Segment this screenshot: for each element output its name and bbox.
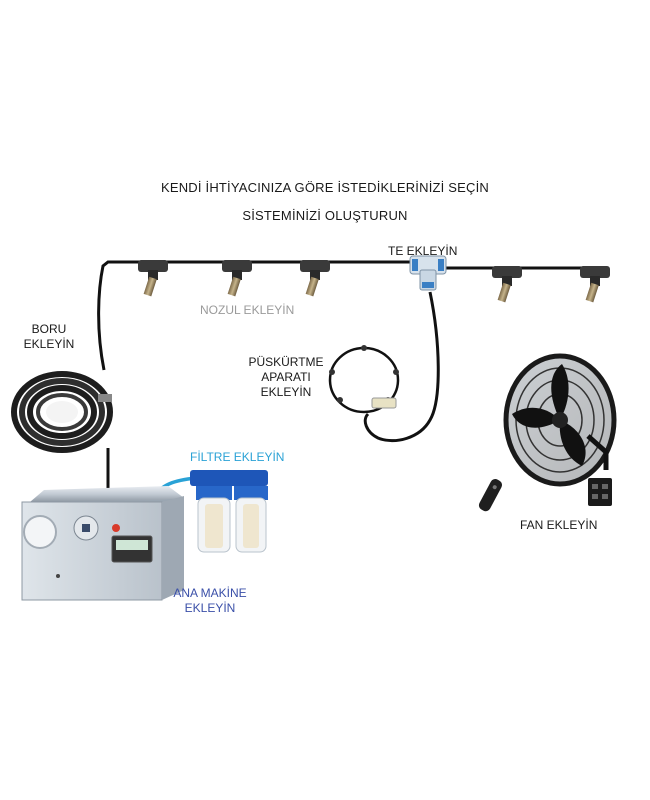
- nozzle-4: [492, 266, 522, 303]
- spray-ring: [328, 345, 400, 414]
- coiled-hose: [11, 371, 113, 453]
- water-filters: [190, 470, 268, 553]
- hose-to-spray-ring: [363, 291, 440, 443]
- tee-label: TE EKLEYİN: [388, 244, 458, 258]
- tee-fitting: [409, 255, 447, 291]
- heading-line-2: SİSTEMİNİZİ OLUŞTURUN: [242, 208, 408, 223]
- fan-label: FAN EKLEYİN: [520, 518, 598, 532]
- nozzle-5: [580, 266, 610, 303]
- main-hose-line: [97, 260, 410, 371]
- nozzle-2: [222, 260, 252, 297]
- main-machine: [21, 486, 184, 601]
- nozzle-3: [300, 260, 330, 297]
- heading-line-1: KENDİ İHTİYACINIZA GÖRE İSTEDİKLERİNİZİ …: [160, 180, 490, 195]
- main-machine-label-line-2: EKLEYİN: [184, 601, 236, 615]
- spray-ring-label: PÜSKÜRTME APARATI EKLEYİN: [246, 355, 326, 400]
- main-machine-label-line-1: ANA MAKİNE: [173, 586, 247, 600]
- main-machine-label: ANA MAKİNE EKLEYİN: [160, 586, 260, 616]
- spray-ring-label-line-1: PÜSKÜRTME: [248, 355, 324, 369]
- hose-label-line-1: BORU: [31, 322, 67, 336]
- hose-label: BORU EKLEYİN: [18, 322, 80, 352]
- nozzle-1: [138, 260, 168, 297]
- remote-control: [478, 479, 502, 512]
- hose-label-line-2: EKLEYİN: [23, 337, 75, 351]
- wall-fan: [503, 353, 617, 506]
- spray-ring-label-line-2: APARATI: [261, 370, 311, 384]
- nozzle-label: NOZUL EKLEYİN: [200, 303, 295, 317]
- filter-label: FİLTRE EKLEYİN: [190, 450, 285, 464]
- spray-ring-label-line-3: EKLEYİN: [260, 385, 312, 399]
